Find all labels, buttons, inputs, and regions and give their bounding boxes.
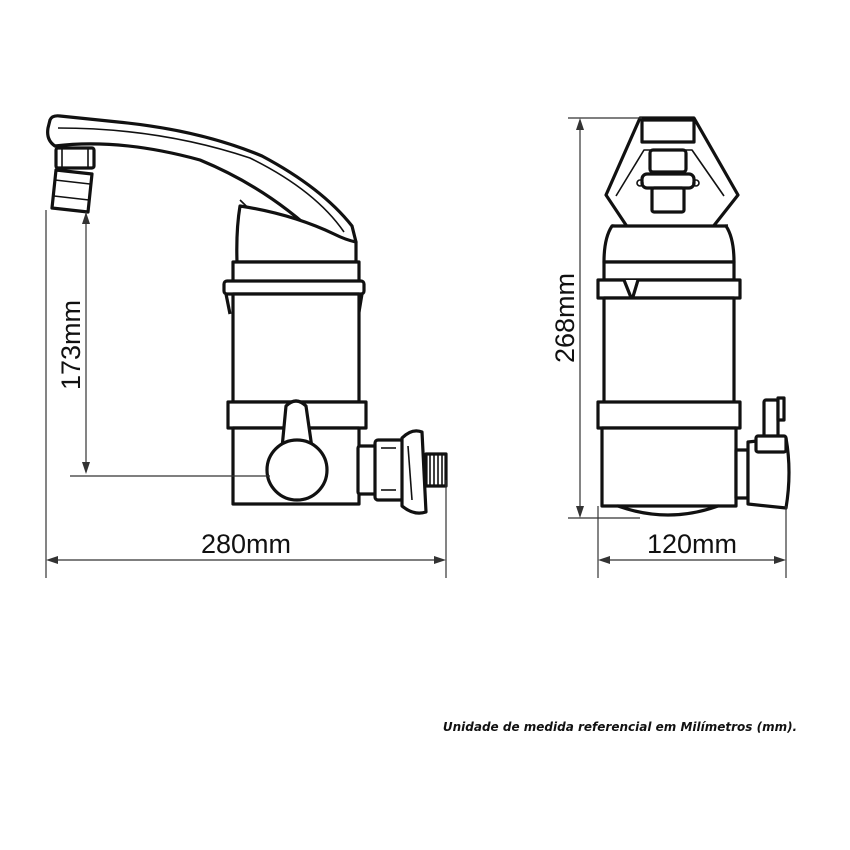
side-body <box>222 204 368 506</box>
dim-label-120mm: 120mm <box>647 529 737 559</box>
measurement-note: Unidade de medida referencial em Milímet… <box>442 720 798 734</box>
dimension-120mm <box>597 506 787 578</box>
front-view <box>596 116 791 517</box>
dimension-173mm <box>70 212 270 477</box>
dim-label-268mm: 268mm <box>550 273 580 363</box>
dim-label-173mm: 173mm <box>56 300 86 390</box>
front-top-housing <box>604 116 740 230</box>
front-body <box>596 224 742 517</box>
front-side-fitting <box>734 396 791 510</box>
dim-label-280mm: 280mm <box>201 529 291 559</box>
side-view <box>46 114 448 515</box>
dimension-280mm <box>45 210 447 578</box>
side-inlet <box>356 429 448 515</box>
dimension-268mm <box>568 117 642 519</box>
